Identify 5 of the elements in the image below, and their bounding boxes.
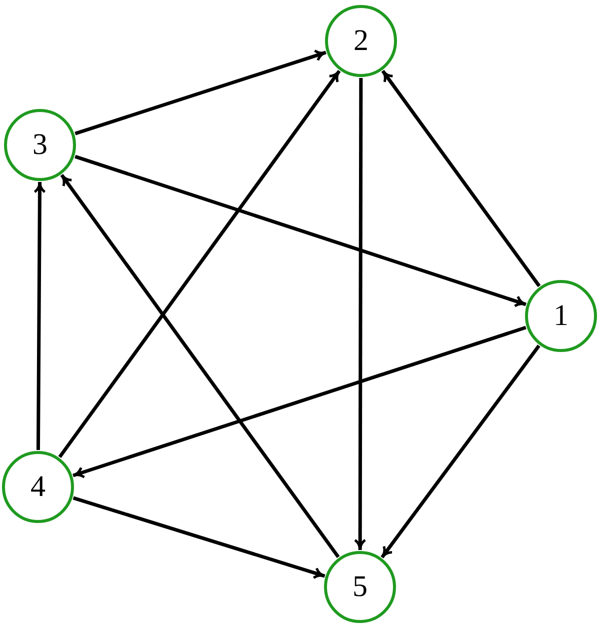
node-label: 4 xyxy=(30,472,46,502)
node-label: 3 xyxy=(32,130,48,160)
node-label: 1 xyxy=(554,301,568,331)
node-label: 2 xyxy=(354,26,368,56)
node-label: 5 xyxy=(352,572,368,602)
